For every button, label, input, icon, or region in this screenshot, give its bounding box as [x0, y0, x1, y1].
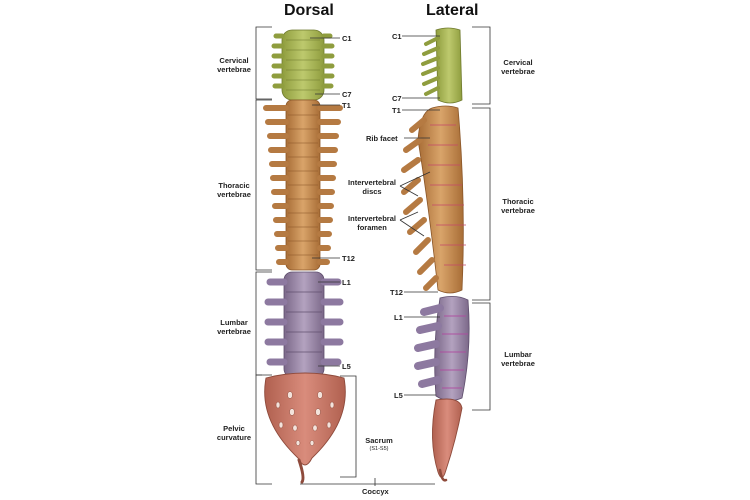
dorsal-cervical-label: Cervical vertebrae — [212, 56, 256, 74]
sacrum-bracket — [340, 375, 357, 478]
dorsal-cervical-bracket — [255, 26, 272, 100]
intervertebral-discs-line2: discs — [362, 187, 382, 196]
dorsal-l1-label: L1 — [342, 278, 351, 287]
dorsal-thoracic-label: Thoracic vertebrae — [212, 181, 256, 199]
dorsal-thoracic-label-line2: vertebrae — [217, 190, 251, 199]
lateral-title: Lateral — [426, 2, 479, 19]
lateral-lumbar-segment — [414, 296, 470, 401]
rib-facet-label: Rib facet — [366, 134, 398, 143]
lateral-cervical-segment — [421, 27, 463, 104]
lateral-thoracic-label-line1: Thoracic — [502, 197, 534, 206]
dorsal-c7-label: C7 — [342, 90, 352, 99]
lateral-lumbar-label-line2: vertebrae — [501, 359, 535, 368]
dorsal-lumbar-label-line2: vertebrae — [217, 327, 251, 336]
lateral-lumbar-label: Lumbar vertebrae — [494, 350, 542, 368]
dorsal-pelvic-label: Pelvic curvature — [212, 424, 256, 442]
sacrum-label: Sacrum (S1-S5) — [358, 436, 400, 454]
dorsal-t12-label: T12 — [342, 254, 355, 263]
dorsal-lumbar-segment — [264, 271, 344, 378]
lateral-thoracic-label: Thoracic vertebrae — [494, 197, 542, 215]
dorsal-lumbar-label-line1: Lumbar — [220, 318, 248, 327]
dorsal-cervical-segment — [271, 29, 335, 101]
dorsal-lumbar-bracket — [255, 271, 272, 376]
lateral-c7-label: C7 — [392, 94, 402, 103]
dorsal-thoracic-segment — [263, 99, 343, 271]
dorsal-spine — [263, 29, 346, 484]
dorsal-t1-label: T1 — [342, 101, 351, 110]
lateral-cervical-label-line2: vertebrae — [501, 67, 535, 76]
dorsal-thoracic-bracket — [255, 99, 272, 271]
lateral-lumbar-label-line1: Lumbar — [504, 350, 532, 359]
dorsal-thoracic-label-line1: Thoracic — [218, 181, 250, 190]
lateral-thoracic-segment — [401, 105, 466, 294]
lateral-cervical-label-line1: Cervical — [503, 58, 533, 67]
dorsal-title: Dorsal — [284, 2, 334, 19]
lateral-l1-label: L1 — [394, 313, 403, 322]
lateral-cervical-bracket — [472, 26, 491, 105]
lateral-c1-label: C1 — [392, 32, 402, 41]
lateral-cervical-label: Cervical vertebrae — [494, 58, 542, 76]
dorsal-pelvic-label-line1: Pelvic — [223, 424, 245, 433]
intervertebral-discs-label: Intervertebral discs — [344, 178, 400, 196]
dorsal-pelvic-bracket — [255, 374, 272, 485]
lateral-lumbar-bracket — [472, 302, 491, 411]
dorsal-l5-label: L5 — [342, 362, 351, 371]
dorsal-c1-label: C1 — [342, 34, 352, 43]
dorsal-lumbar-label: Lumbar vertebrae — [212, 318, 256, 336]
dorsal-cervical-label-line2: vertebrae — [217, 65, 251, 74]
lateral-sacrum — [431, 398, 463, 482]
intervertebral-foramen-label: Intervertebral foramen — [344, 214, 400, 232]
coccyx-label: Coccyx — [362, 487, 389, 496]
intervertebral-foramen-line1: Intervertebral — [348, 214, 396, 223]
lateral-thoracic-bracket — [472, 107, 491, 301]
lateral-spine — [401, 27, 470, 482]
dorsal-sacrum — [264, 372, 346, 484]
leader-lines — [255, 26, 491, 486]
sacrum-label-text: Sacrum — [365, 436, 393, 445]
lateral-l5-label: L5 — [394, 391, 403, 400]
dorsal-pelvic-label-line2: curvature — [216, 433, 252, 442]
intervertebral-foramen-line2: foramen — [357, 223, 387, 232]
intervertebral-discs-line1: Intervertebral — [348, 178, 396, 187]
dorsal-cervical-label-line1: Cervical — [219, 56, 249, 65]
lateral-t12-label: T12 — [390, 288, 403, 297]
sacrum-range-text: (S1-S5) — [369, 446, 389, 452]
lateral-t1-label: T1 — [392, 106, 401, 115]
lateral-thoracic-label-line2: vertebrae — [501, 206, 535, 215]
